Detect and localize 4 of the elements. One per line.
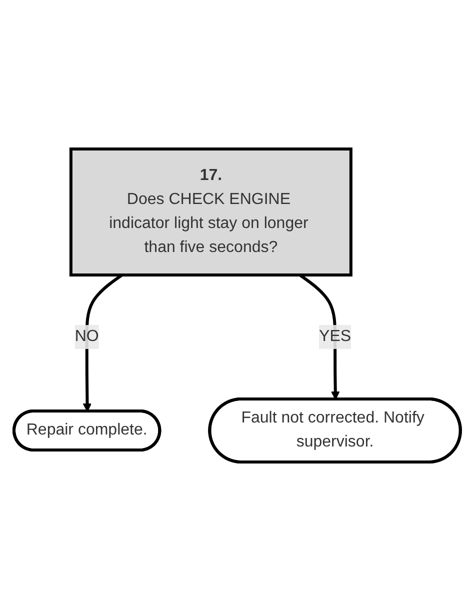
- arrow: [82, 274, 123, 412]
- edge-label: NO: [74, 328, 99, 345]
- edge-label: YES: [318, 328, 351, 345]
- node-box: 17. Does CHECK ENGINE indicator light stay on longer than five seconds?: [69, 148, 352, 276]
